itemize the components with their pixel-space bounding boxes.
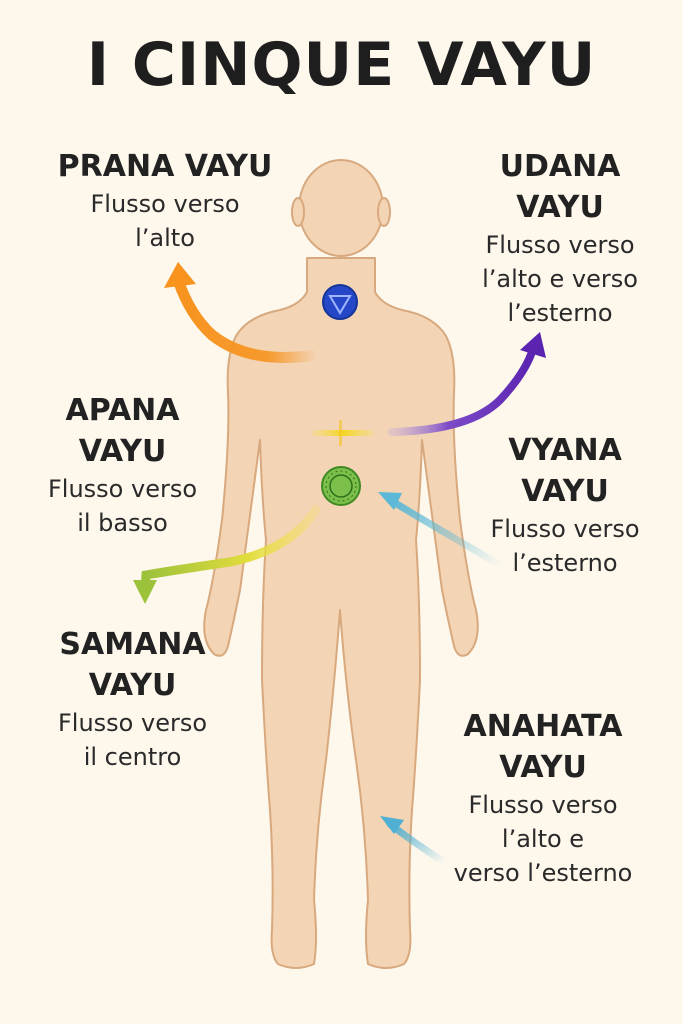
- vayu-desc-line: l’esterno: [507, 299, 613, 327]
- throat-chakra-icon: [322, 284, 358, 320]
- vayu-name: UDANA: [499, 149, 621, 184]
- vayu-desc-line: l’esterno: [512, 549, 618, 577]
- vayu-name: PRANA VAYU: [57, 149, 273, 184]
- vayu-desc-line: l’alto: [135, 224, 195, 252]
- label-anahata-vayu: ANAHATA VAYU Flusso verso l’alto e verso…: [438, 706, 648, 890]
- udana-arrow: [388, 332, 546, 436]
- vayu-name: ANAHATA: [463, 709, 623, 744]
- vayu-name: VAYU: [88, 668, 177, 703]
- vayu-desc-line: Flusso verso: [90, 190, 240, 218]
- label-prana-vayu: PRANA VAYU Flusso verso l’alto: [45, 146, 285, 255]
- vayu-desc-line: l’alto e: [501, 825, 585, 853]
- vayu-desc-line: l’alto e verso: [482, 265, 638, 293]
- anahata-arrow: [380, 816, 448, 866]
- human-body-silhouette: [203, 159, 479, 969]
- page-title: I CINQUE VAYU: [86, 30, 597, 100]
- vyana-arrow: [378, 492, 504, 569]
- vayu-name: APANA: [65, 393, 180, 428]
- apana-arrow: [133, 505, 321, 604]
- vayu-name: SAMANA: [59, 627, 206, 662]
- vayu-desc-line: Flusso verso: [485, 231, 635, 259]
- vayu-name: VAYU: [516, 190, 604, 225]
- vayu-name: VAYU: [78, 434, 167, 469]
- vayu-desc-line: Flusso verso: [47, 475, 198, 503]
- label-udana-vayu: UDANA VAYU Flusso verso l’alto e verso l…: [460, 146, 660, 330]
- vayu-desc-line: Flusso verso: [468, 791, 618, 819]
- label-vyana-vayu: VYANA VAYU Flusso verso l’esterno: [470, 430, 660, 580]
- vayu-desc-line: Flusso verso: [490, 515, 640, 543]
- solar-plexus-mark: [312, 420, 374, 446]
- vayu-desc-line: il centro: [83, 743, 182, 771]
- vayu-name: VAYU: [499, 750, 587, 785]
- prana-arrow: [164, 262, 322, 363]
- vayu-desc-line: verso l’esterno: [453, 859, 633, 887]
- vayu-name: VYANA: [508, 433, 622, 468]
- vayu-desc-line: il basso: [77, 509, 168, 537]
- navel-chakra-icon: [321, 466, 361, 506]
- vayu-desc-line: Flusso verso: [57, 709, 208, 737]
- vayu-name: VAYU: [521, 474, 609, 509]
- label-apana-vayu: APANA VAYU Flusso verso il basso: [30, 390, 215, 540]
- label-samana-vayu: SAMANA VAYU Flusso verso il centro: [40, 624, 225, 774]
